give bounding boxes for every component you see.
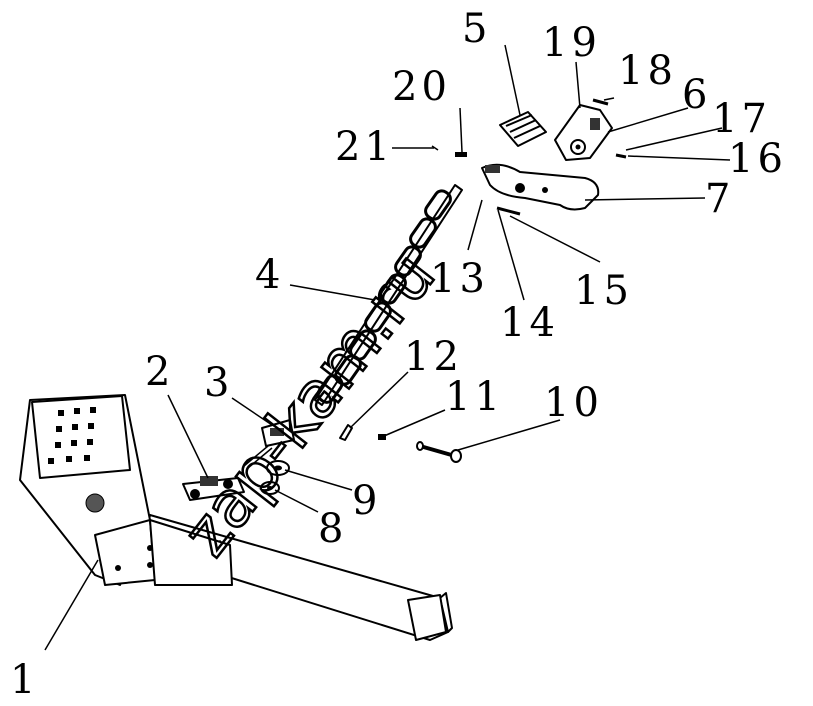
callout-13: 13 — [430, 256, 489, 302]
leader-lines — [44, 44, 731, 651]
part-5-clip — [499, 111, 547, 147]
part-6-bracket — [554, 104, 613, 161]
footplate-holes — [48, 407, 96, 464]
part-4-chain — [314, 184, 463, 406]
part-10-bolt — [416, 441, 462, 463]
callout-3: 3 — [204, 360, 233, 406]
callout-19: 19 — [542, 20, 601, 66]
callout-1: 1 — [10, 657, 39, 703]
part-20-pin — [455, 152, 467, 157]
part-1-footrest-frame — [19, 394, 453, 641]
part-16-pin — [615, 153, 627, 159]
callout-8: 8 — [318, 506, 347, 552]
callout-17: 17 — [712, 96, 771, 142]
part-3-pin — [243, 419, 295, 469]
part-11-pin — [378, 434, 386, 440]
callout-20: 20 — [392, 64, 451, 110]
callout-14: 14 — [500, 300, 559, 346]
part-15-pin — [496, 206, 521, 216]
part-7-lever — [481, 163, 600, 211]
callout-10: 10 — [544, 380, 603, 426]
part-2-mounting-plate — [182, 476, 245, 501]
callout-5: 5 — [462, 6, 491, 52]
callout-16: 16 — [728, 136, 787, 182]
part-12-cotter — [339, 424, 353, 441]
callout-15: 15 — [574, 268, 633, 314]
callout-9: 9 — [352, 478, 381, 524]
callout-21: 21 — [335, 124, 394, 170]
part-8-nut — [260, 481, 280, 495]
callout-11: 11 — [445, 374, 504, 420]
part-18-pin — [592, 98, 609, 106]
callout-7: 7 — [705, 176, 734, 222]
callout-12: 12 — [404, 334, 463, 380]
callout-18: 18 — [618, 48, 677, 94]
callout-numbers: 1 2 3 4 5 6 7 8 9 10 11 12 13 14 15 16 1… — [10, 6, 787, 703]
callout-6: 6 — [682, 72, 711, 118]
callout-4: 4 — [255, 252, 284, 298]
callout-2: 2 — [145, 349, 174, 395]
part-9-washer — [266, 460, 290, 476]
part-21-pin — [431, 145, 439, 151]
